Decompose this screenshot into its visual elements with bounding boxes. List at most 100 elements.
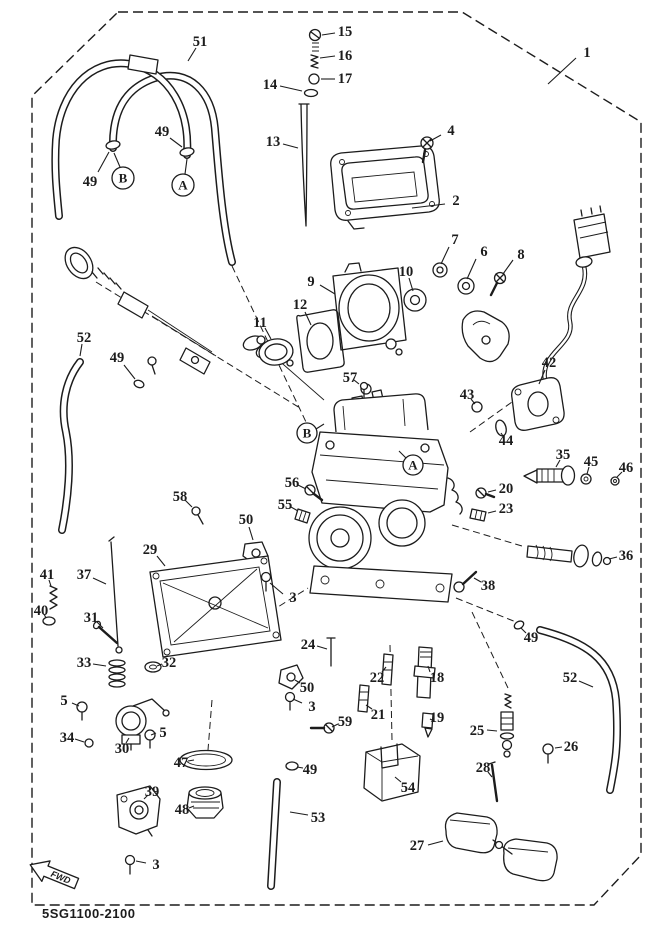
screw-5-left: [76, 701, 88, 721]
oring-47: [179, 749, 233, 771]
callout-49: 49: [83, 151, 110, 190]
callout-49: 49: [520, 627, 539, 646]
callout-letter-B: B: [296, 422, 325, 444]
callout-5: 5: [60, 693, 80, 709]
spring-41: [49, 585, 58, 610]
gasket: [296, 309, 345, 373]
screw-59: [309, 722, 335, 734]
throttle-valve-assembly: [256, 262, 427, 373]
needle-washer: [303, 88, 319, 98]
callout-14: 14: [263, 77, 303, 93]
svg-text:17: 17: [338, 71, 353, 87]
float-assembly: [444, 693, 558, 882]
jet-needle-set: [298, 28, 322, 227]
svg-text:48: 48: [175, 802, 190, 818]
svg-text:18: 18: [430, 670, 445, 686]
washers-and-clamp: [432, 262, 510, 363]
svg-text:37: 37: [77, 567, 92, 583]
jet-needle: [298, 103, 310, 227]
choke-assembly-36: [526, 544, 612, 568]
bore-ring: [378, 499, 426, 547]
callout-5: 5: [150, 725, 167, 741]
svg-text:49: 49: [83, 174, 98, 190]
svg-text:40: 40: [34, 603, 49, 619]
callout-2: 2: [411, 193, 460, 209]
svg-text:41: 41: [40, 567, 55, 583]
assembly-axis-lines: [95, 265, 523, 751]
callout-57: 57: [343, 370, 360, 386]
svg-text:3: 3: [152, 857, 159, 873]
callout-44: 44: [499, 432, 513, 449]
mounting-flange: [309, 565, 453, 603]
bracket-39: [116, 785, 161, 837]
callout-30: 30: [115, 737, 130, 757]
callout-58: 58: [173, 489, 193, 508]
svg-text:25: 25: [470, 723, 485, 739]
callout-50: 50: [294, 679, 314, 696]
callout-12: 12: [293, 297, 312, 326]
tps-washer: [471, 401, 483, 413]
washer: [457, 277, 475, 295]
screw-20: [475, 487, 496, 499]
svg-text:8: 8: [517, 247, 524, 263]
svg-text:53: 53: [311, 810, 326, 826]
callout-49: 49: [110, 350, 136, 380]
callout-50: 50: [239, 512, 254, 541]
svg-text:7: 7: [451, 232, 458, 248]
callout-letter-A: A: [171, 158, 195, 197]
tps-sensor: [471, 205, 611, 437]
svg-text:13: 13: [266, 134, 281, 150]
svg-text:45: 45: [584, 454, 599, 470]
float-pontoon-left: [444, 812, 498, 854]
svg-text:49: 49: [524, 630, 539, 646]
svg-text:12: 12: [293, 297, 308, 313]
callout-letter-B: B: [111, 152, 135, 190]
svg-text:38: 38: [481, 578, 496, 594]
screw-26: [542, 743, 554, 764]
callout-51: 51: [187, 34, 207, 62]
cable-adjuster: [117, 291, 149, 319]
spring-33: [108, 659, 126, 688]
callout-40: 40: [34, 603, 49, 619]
svg-text:43: 43: [460, 387, 475, 403]
screw-3c: [124, 854, 136, 875]
fwd-arrow: FWD: [29, 860, 80, 890]
overflow-hose: [267, 761, 299, 890]
svg-text:49: 49: [110, 350, 125, 366]
svg-text:A: A: [178, 178, 188, 193]
callout-10: 10: [399, 264, 414, 292]
svg-text:3: 3: [308, 699, 315, 715]
callout-26: 26: [554, 739, 579, 755]
oring-34: [84, 738, 94, 748]
callout-43: 43: [460, 387, 476, 405]
cable-bracket: [179, 347, 211, 375]
callout-25: 25: [470, 723, 498, 739]
svg-text:B: B: [119, 171, 128, 186]
hose-clip-ring: [285, 761, 299, 771]
diagram-border: [31, 11, 642, 906]
callout-19: 19: [430, 710, 445, 726]
screw-58: [191, 506, 204, 525]
screw-5-right: [144, 729, 156, 749]
callout-20: 20: [487, 481, 513, 497]
callout-29: 29: [143, 542, 166, 567]
callout-24: 24: [301, 637, 328, 653]
doc-code: 5SG1100-2100: [42, 906, 135, 921]
svg-text:B: B: [303, 426, 312, 441]
svg-text:36: 36: [619, 548, 634, 564]
callout-7: 7: [440, 232, 459, 265]
hose-clip-ring-left: [105, 140, 121, 150]
callout-27: 27: [410, 838, 444, 854]
callout-54: 54: [394, 776, 415, 796]
svg-text:30: 30: [115, 741, 130, 757]
svg-text:33: 33: [77, 655, 92, 671]
svg-text:52: 52: [77, 330, 92, 346]
svg-text:A: A: [408, 458, 418, 473]
jet-22: [381, 653, 394, 686]
svg-text:26: 26: [564, 739, 579, 755]
callout-59: 59: [331, 714, 352, 730]
intake-bell: [308, 506, 372, 570]
svg-text:16: 16: [338, 48, 353, 64]
jet-21: [357, 684, 370, 713]
callout-52: 52: [77, 330, 92, 357]
